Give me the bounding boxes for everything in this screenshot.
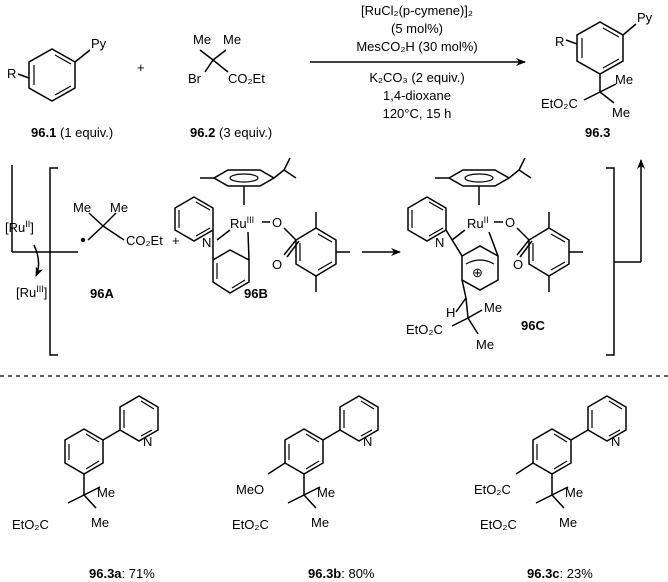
example-96-3b: N MeO EtO₂C Me Me <box>232 395 379 532</box>
me-label: Me <box>317 485 335 500</box>
oxygen-label: O <box>272 215 282 230</box>
me-label: Me <box>193 32 211 47</box>
plus-sign: + <box>172 233 180 248</box>
temperature-time-text: 120°C, 15 h <box>383 106 452 121</box>
r-label: R <box>555 34 564 49</box>
me-label: Me <box>612 105 630 120</box>
redox-arrow <box>33 244 44 277</box>
co2et-label: CO₂Et <box>228 71 265 86</box>
wheland-intermediate-96C: N ⊕ RuII O O H EtO₂C Me Me <box>406 157 583 352</box>
starting-material-96-1: Py R <box>7 36 107 102</box>
plus-sign: + <box>137 60 145 75</box>
me-label: Me <box>615 72 633 87</box>
py-label: Py <box>637 10 653 25</box>
example-label-96-3c: 96.3c: 23% <box>527 566 593 581</box>
ruthenacycle-96B: N RuIII O O <box>174 157 350 294</box>
starting-material-96-2: Me Me Br CO₂Et <box>188 32 265 86</box>
br-label: Br <box>188 71 202 86</box>
me-label: Me <box>97 485 115 500</box>
example-label-96-3a: 96.3a: 71% <box>89 566 155 581</box>
example-96-3c: N EtO₂C EtO₂C Me Me <box>474 395 627 532</box>
ruthenium-ii-label: RuII <box>467 215 489 231</box>
solvent-text: 1,4-dioxane <box>383 88 451 103</box>
oxygen-label: O <box>272 257 282 272</box>
r-label: R <box>7 66 16 81</box>
ru-iii-label: [RuIII] <box>16 284 47 300</box>
nitrogen-label: N <box>611 434 620 449</box>
co2et-label: CO₂Et <box>126 233 163 248</box>
compound-id-96-1: 96.1 <box>31 125 56 140</box>
compound-id-96-3: 96.3 <box>585 125 610 140</box>
eto2c-label: EtO₂C <box>232 517 269 532</box>
me-label: Me <box>91 515 109 530</box>
eto2c-label: EtO₂C <box>474 482 511 497</box>
oxygen-label: O <box>513 257 523 272</box>
equiv-96-2: (3 equiv.) <box>219 125 272 140</box>
bracket-right <box>606 167 615 356</box>
me-label: Me <box>559 515 577 530</box>
me-label: Me <box>476 337 494 352</box>
me-label: Me <box>565 485 583 500</box>
meo-label: MeO <box>236 482 264 497</box>
py-label: Py <box>91 36 107 51</box>
example-96-3a: N EtO₂C Me Me <box>12 395 159 532</box>
radical-96A: Me Me CO₂Et <box>73 200 163 248</box>
eto2c-label: EtO₂C <box>480 517 517 532</box>
nitrogen-label: N <box>202 235 211 250</box>
me-label: Me <box>110 200 128 215</box>
nitrogen-label: N <box>363 434 372 449</box>
intermediate-id-96B: 96B <box>244 286 268 301</box>
me-label: Me <box>311 515 329 530</box>
me-label: Me <box>223 32 241 47</box>
nitrogen-label: N <box>143 434 152 449</box>
example-label-96-3b: 96.3b: 80% <box>308 566 375 581</box>
equiv-96-1: (1 equiv.) <box>60 125 113 140</box>
cation-symbol: ⊕ <box>472 265 483 280</box>
me-label: Me <box>73 200 91 215</box>
nitrogen-label: N <box>435 235 444 250</box>
compound-id-96-2: 96.2 <box>190 125 215 140</box>
catalyst-text: [RuCl₂(p-cymene)]₂ <box>361 3 473 18</box>
catalyst-loading: (5 mol%) <box>391 21 443 36</box>
me-label: Me <box>484 300 502 315</box>
eto2c-label: EtO₂C <box>406 322 443 337</box>
ru-ii-label: [RuII] <box>5 219 34 235</box>
bracket-left <box>49 167 58 356</box>
oxygen-label: O <box>505 215 515 230</box>
eto2c-label: EtO₂C <box>541 96 578 111</box>
base-text: K₂CO₃ (2 equiv.) <box>369 70 464 85</box>
ruthenium-iii-label: RuIII <box>230 215 254 231</box>
eto2c-label: EtO₂C <box>12 517 49 532</box>
intermediate-id-96C: 96C <box>521 318 545 333</box>
additive-text: MesCO₂H (30 mol%) <box>356 39 477 54</box>
product-96-3: Py R EtO₂C Me Me <box>541 10 653 120</box>
hydrogen-label: H <box>446 305 455 320</box>
intermediate-id-96A: 96A <box>90 286 114 301</box>
